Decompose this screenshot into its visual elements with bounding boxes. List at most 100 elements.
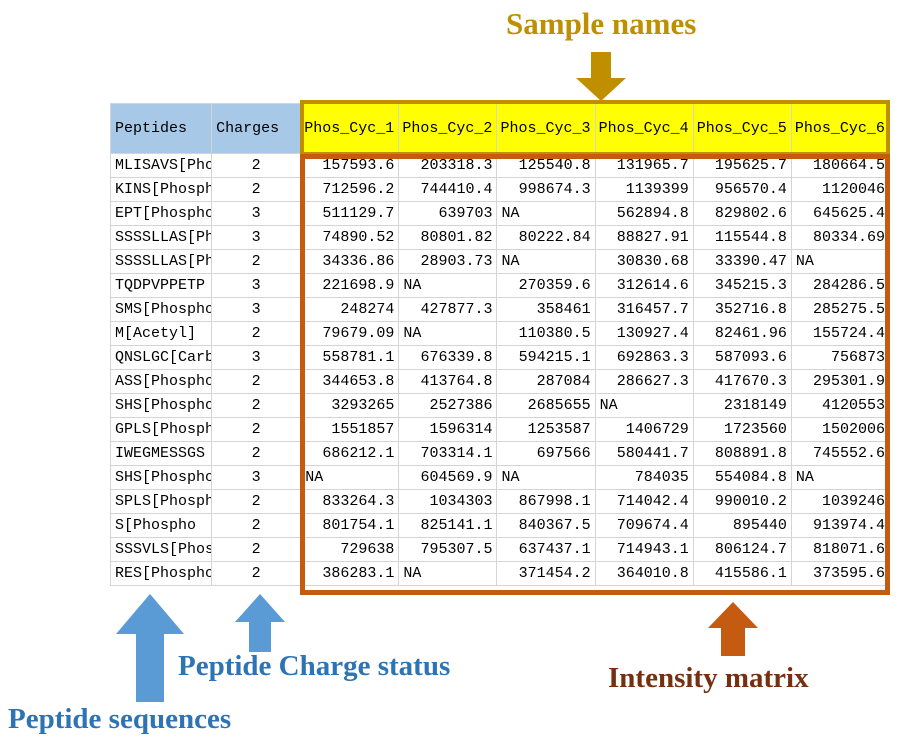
cell-intensity[interactable]: 511129.7 [300,201,400,226]
cell-intensity[interactable]: 784035 [594,465,694,490]
cell-peptide[interactable]: SMS[Phospho [109,297,213,322]
cell-intensity[interactable]: 998674.3 [496,177,596,202]
cell-intensity[interactable]: 125540.8 [496,153,596,178]
cell-intensity[interactable]: 1139399 [594,177,694,202]
cell-intensity[interactable]: 686212.1 [300,441,400,466]
cell-intensity[interactable]: 3293265 [300,393,400,418]
cell-intensity[interactable]: 284286.5 [790,273,891,298]
cell-intensity[interactable]: NA [398,561,498,586]
cell-intensity[interactable]: 676339.8 [398,345,498,370]
cell-intensity[interactable]: 806124.7 [692,537,792,562]
cell-intensity[interactable]: 745552.6 [790,441,891,466]
cell-charge[interactable]: 3 [211,273,302,298]
cell-intensity[interactable]: 712596.2 [300,177,400,202]
cell-charge[interactable]: 2 [211,441,302,466]
cell-intensity[interactable]: 33390.47 [692,249,792,274]
cell-intensity[interactable]: 221698.9 [300,273,400,298]
cell-intensity[interactable]: 867998.1 [496,489,596,514]
cell-intensity[interactable]: 829802.6 [692,201,792,226]
cell-intensity[interactable]: 913974.4 [790,513,891,538]
cell-intensity[interactable]: 2318149 [692,393,792,418]
cell-intensity[interactable]: 248274 [300,297,400,322]
cell-charge[interactable]: 3 [211,345,302,370]
column-header-sample-4[interactable]: Phos_Cyc_4 [594,103,694,154]
cell-peptide[interactable]: S[Phospho [109,513,213,538]
cell-charge[interactable]: 2 [211,417,302,442]
cell-intensity[interactable]: NA [790,465,891,490]
cell-intensity[interactable]: 744410.4 [398,177,498,202]
cell-intensity[interactable]: 417670.3 [692,369,792,394]
cell-intensity[interactable]: 270359.6 [496,273,596,298]
cell-intensity[interactable]: 714042.4 [594,489,694,514]
cell-intensity[interactable]: 286627.3 [594,369,694,394]
cell-intensity[interactable]: NA [496,249,596,274]
cell-intensity[interactable]: 82461.96 [692,321,792,346]
cell-peptide[interactable]: SSSVLS[Phospho [109,537,213,562]
cell-intensity[interactable]: 352716.8 [692,297,792,322]
cell-intensity[interactable]: 594215.1 [496,345,596,370]
cell-intensity[interactable]: 155724.4 [790,321,891,346]
column-header-sample-5[interactable]: Phos_Cyc_5 [692,103,792,154]
cell-intensity[interactable]: 157593.6 [300,153,400,178]
cell-intensity[interactable]: 1406729 [594,417,694,442]
cell-intensity[interactable]: 554084.8 [692,465,792,490]
cell-peptide[interactable]: ASS[Phospho [109,369,213,394]
cell-peptide[interactable]: RES[Phospho [109,561,213,586]
cell-intensity[interactable]: 80334.69 [790,225,891,250]
cell-peptide[interactable]: TQDPVPPETP [109,273,213,298]
cell-peptide[interactable]: SHS[Phospho [109,393,213,418]
cell-intensity[interactable]: 697566 [496,441,596,466]
cell-intensity[interactable]: 28903.73 [398,249,498,274]
cell-intensity[interactable]: 1502006 [790,417,891,442]
cell-intensity[interactable]: 604569.9 [398,465,498,490]
cell-intensity[interactable]: NA [594,393,694,418]
cell-intensity[interactable]: 729638 [300,537,400,562]
cell-intensity[interactable]: 895440 [692,513,792,538]
cell-intensity[interactable]: 312614.6 [594,273,694,298]
cell-peptide[interactable]: QNSLGC[Carbamido [109,345,213,370]
cell-intensity[interactable]: 364010.8 [594,561,694,586]
cell-intensity[interactable]: NA [790,249,891,274]
column-header-sample-2[interactable]: Phos_Cyc_2 [398,103,498,154]
cell-peptide[interactable]: EPT[Phospho [109,201,213,226]
cell-intensity[interactable]: NA [300,465,400,490]
cell-intensity[interactable]: 285275.5 [790,297,891,322]
cell-intensity[interactable]: 80801.82 [398,225,498,250]
cell-intensity[interactable]: 115544.8 [692,225,792,250]
cell-intensity[interactable]: 295301.9 [790,369,891,394]
cell-charge[interactable]: 2 [211,249,302,274]
cell-intensity[interactable]: 840367.5 [496,513,596,538]
cell-intensity[interactable]: 88827.91 [594,225,694,250]
cell-intensity[interactable]: NA [398,273,498,298]
cell-charge[interactable]: 2 [211,321,302,346]
cell-intensity[interactable]: NA [398,321,498,346]
cell-intensity[interactable]: 1723560 [692,417,792,442]
cell-intensity[interactable]: 287084 [496,369,596,394]
cell-charge[interactable]: 2 [211,561,302,586]
cell-peptide[interactable]: SHS[Phospho [109,465,213,490]
cell-intensity[interactable]: 833264.3 [300,489,400,514]
cell-intensity[interactable]: 714943.1 [594,537,694,562]
cell-intensity[interactable]: 709674.4 [594,513,694,538]
cell-intensity[interactable]: 74890.52 [300,225,400,250]
cell-peptide[interactable]: SPLS[Phospho [109,489,213,514]
cell-intensity[interactable]: NA [496,201,596,226]
cell-intensity[interactable]: 1596314 [398,417,498,442]
cell-charge[interactable]: 2 [211,537,302,562]
cell-charge[interactable]: 2 [211,393,302,418]
cell-intensity[interactable]: 703314.1 [398,441,498,466]
cell-peptide[interactable]: GPLS[Phospho [109,417,213,442]
cell-intensity[interactable]: 195625.7 [692,153,792,178]
cell-charge[interactable]: 2 [211,177,302,202]
cell-charge[interactable]: 3 [211,225,302,250]
cell-intensity[interactable]: 2685655 [496,393,596,418]
cell-intensity[interactable]: 818071.6 [790,537,891,562]
cell-intensity[interactable]: 344653.8 [300,369,400,394]
cell-intensity[interactable]: 756873 [790,345,891,370]
cell-intensity[interactable]: 692863.3 [594,345,694,370]
cell-intensity[interactable]: 1253587 [496,417,596,442]
cell-intensity[interactable]: 1034303 [398,489,498,514]
cell-intensity[interactable]: 203318.3 [398,153,498,178]
cell-intensity[interactable]: 990010.2 [692,489,792,514]
column-header-peptides[interactable]: Peptides [109,103,213,154]
